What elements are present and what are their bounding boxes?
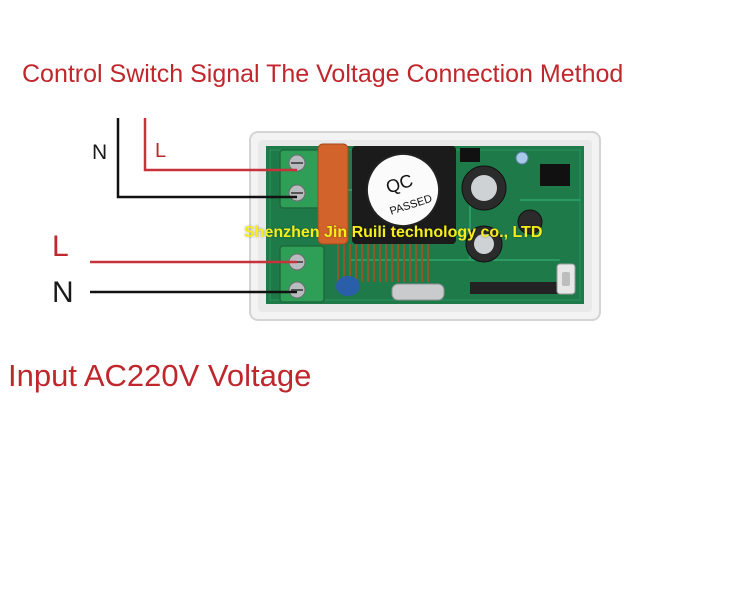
- qc-passed-stamp: QC PASSED: [366, 153, 440, 227]
- electrolytic-capacitors: [461, 165, 543, 263]
- crystal-oscillator: [391, 283, 445, 301]
- decoder-chip: [470, 282, 560, 294]
- ceramic-capacitor: [336, 276, 360, 296]
- input-voltage-caption: Input AC220V Voltage: [8, 358, 312, 393]
- output-live-wire: [143, 118, 297, 172]
- film-capacitor: [317, 143, 349, 245]
- output-live-label: L: [155, 140, 167, 162]
- output-neutral-wire: [116, 118, 297, 199]
- output-neutral-label: N: [92, 141, 108, 164]
- company-watermark: Shenzhen Jin Ruili technology co., LTD: [244, 224, 543, 241]
- input-neutral-label: N: [52, 276, 74, 309]
- input-live-label: L: [52, 230, 69, 263]
- diagram-title: Control Switch Signal The Voltage Connec…: [22, 60, 624, 88]
- status-led: [515, 151, 529, 165]
- transistor: [460, 148, 480, 162]
- antenna-coil: [337, 244, 429, 282]
- ic-chip: [540, 164, 570, 186]
